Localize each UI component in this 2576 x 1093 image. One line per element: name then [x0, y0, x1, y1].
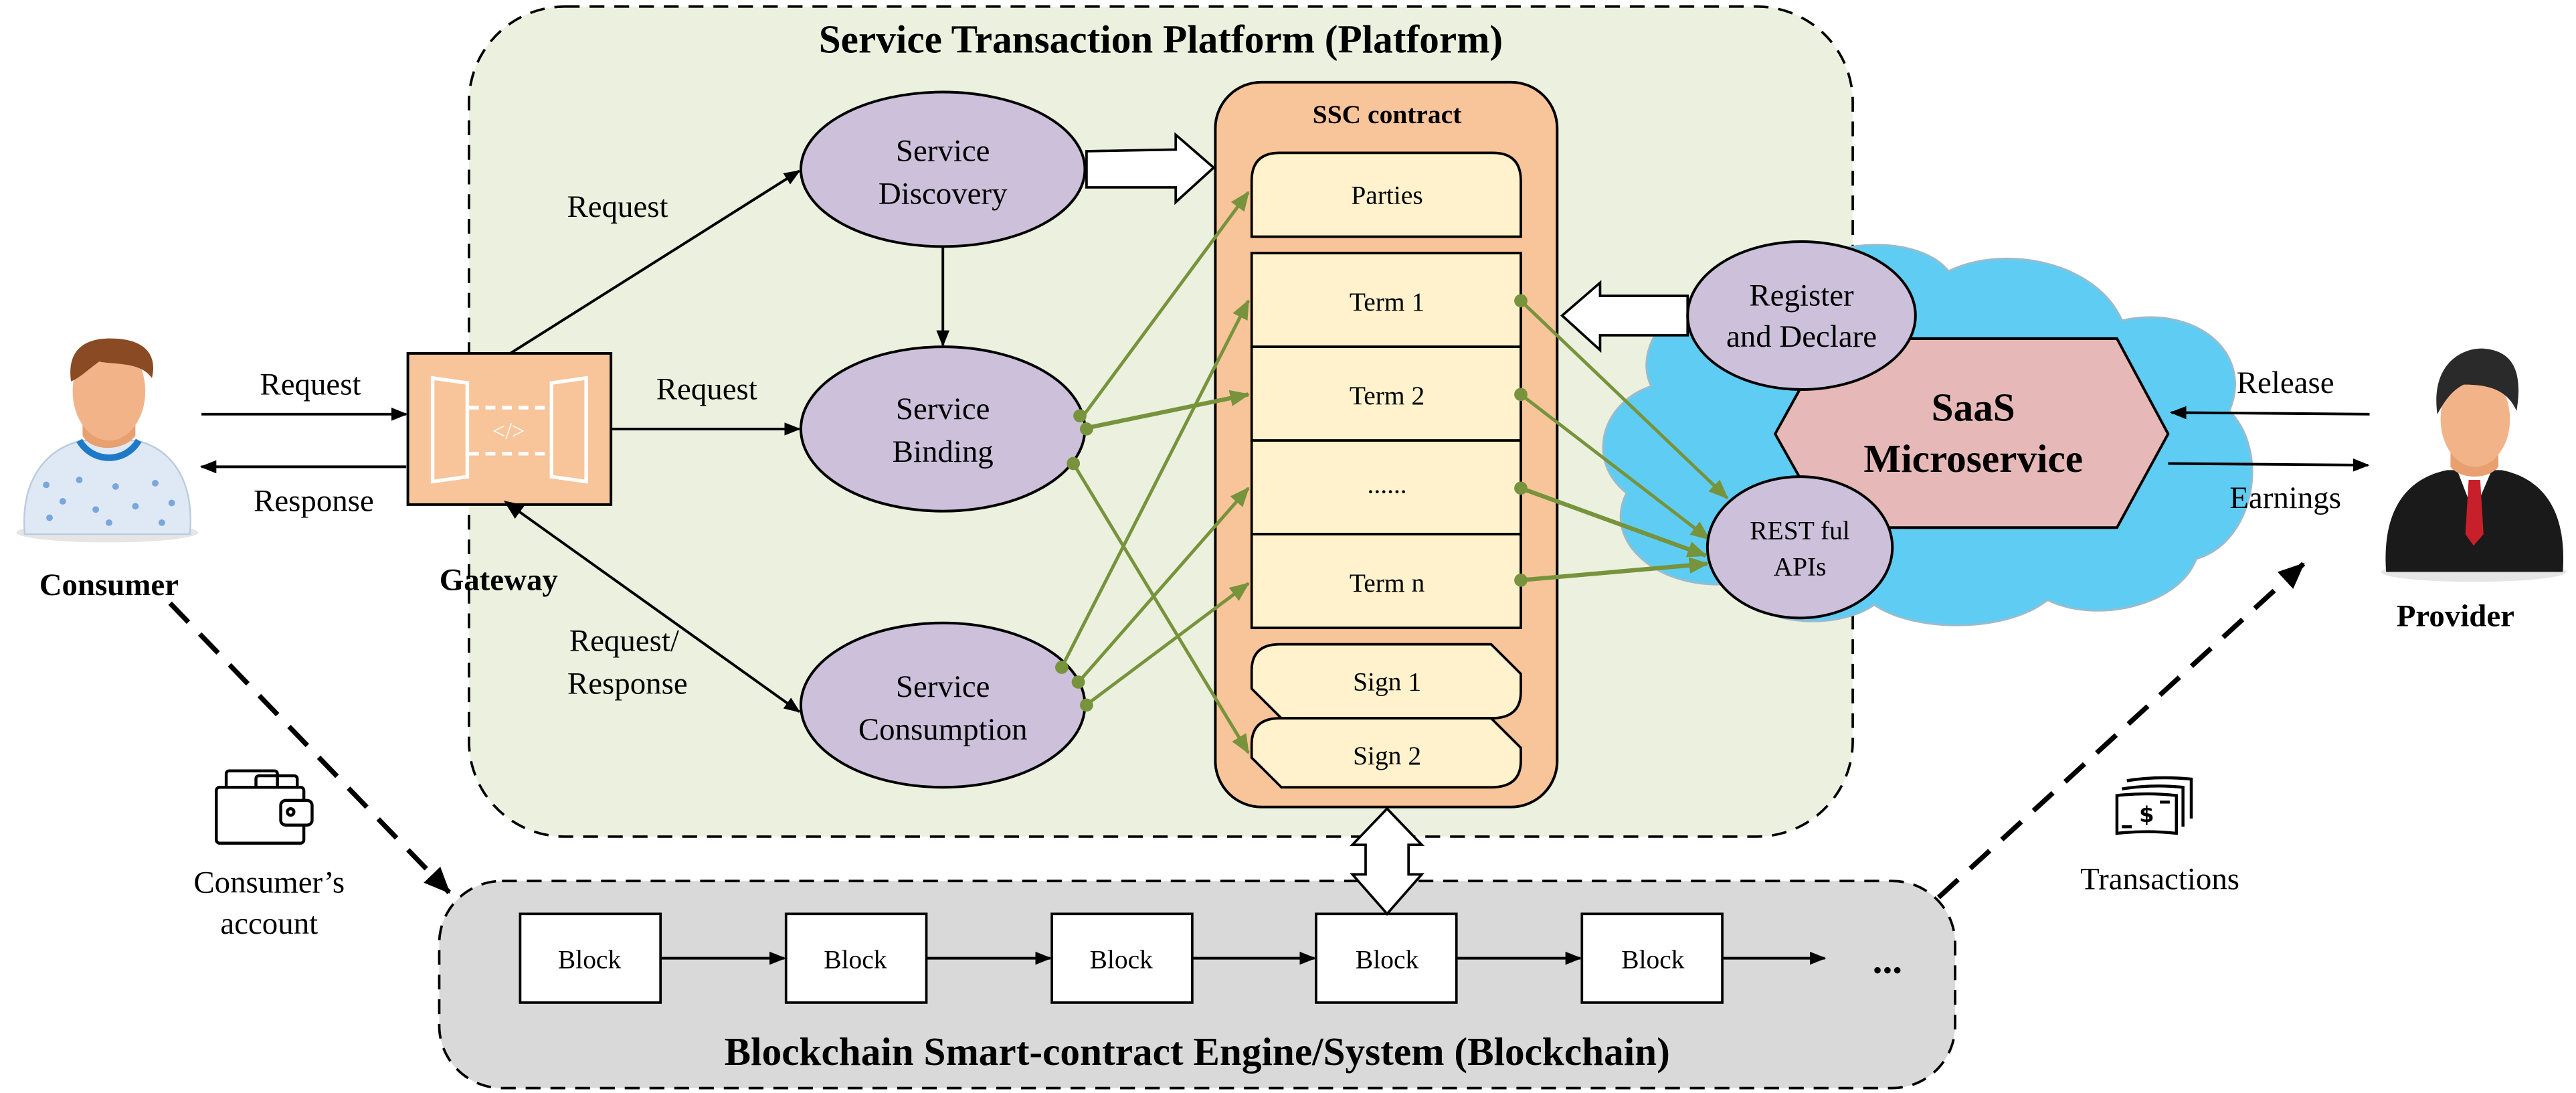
transactions-label: Transactions: [2080, 862, 2239, 897]
ssc-term[interactable]: [1250, 533, 1522, 629]
register-line1: Register: [1749, 278, 1854, 313]
provider-release-label: Release: [2237, 365, 2334, 400]
block-ellipsis: ...: [1873, 938, 1902, 982]
block-label: Block: [1621, 944, 1685, 974]
provider-earnings-arrow: [2168, 458, 2370, 472]
block-label: Block: [1356, 944, 1419, 974]
service-consumption-line1: Service: [896, 669, 990, 704]
block-label: Block: [824, 944, 887, 974]
gw-discovery-arrow: [509, 169, 801, 355]
wallet-icon: [215, 769, 314, 845]
restful-line1: REST ful: [1750, 516, 1850, 545]
money-icon: [2115, 776, 2193, 835]
register-line2: and Declare: [1726, 319, 1877, 354]
ssc-term-label: Term n: [1350, 568, 1425, 598]
ssc-term[interactable]: [1250, 345, 1522, 442]
blockchain-title: Blockchain Smart-contract Engine/System …: [725, 1029, 1670, 1074]
service-discovery-line1: Service: [896, 134, 990, 169]
block[interactable]: [1050, 912, 1194, 1004]
consumer-request-label: Request: [260, 367, 361, 402]
gateway-label: Gateway: [440, 563, 558, 598]
ssc-sign-label: Sign 2: [1353, 741, 1421, 770]
provider-release-arrow: [2169, 406, 2370, 420]
saas-subtitle: Microservice: [1863, 436, 2083, 481]
gateway[interactable]: </>: [406, 351, 613, 506]
provider-label: Provider: [2397, 599, 2514, 634]
consumer-label: Consumer: [39, 568, 179, 602]
register-declare-node[interactable]: Register and Declare: [1686, 240, 1917, 391]
restful-apis-node[interactable]: REST ful APIs: [1706, 475, 1894, 620]
service-term-links: [1055, 191, 1251, 754]
gw-binding-label: Request: [656, 372, 757, 407]
service-binding-line2: Binding: [893, 434, 994, 469]
provider-earnings-label: Earnings: [2229, 481, 2341, 515]
provider-avatar[interactable]: [2381, 348, 2567, 582]
block[interactable]: [1315, 912, 1458, 1004]
block[interactable]: [1580, 912, 1724, 1004]
service-discovery-line2: Discovery: [879, 177, 1008, 212]
ssc-sign[interactable]: [1250, 717, 1522, 789]
service-binding-line1: Service: [896, 392, 990, 426]
consumer-response-label: Response: [254, 484, 374, 519]
ssc-term[interactable]: [1250, 439, 1522, 535]
term-api-links: [1514, 294, 1729, 587]
ssc-contract: SSC contract Parties Term 1 Term 2 .....…: [1214, 80, 1559, 809]
restful-line2: APIs: [1774, 552, 1827, 582]
gw-consumption-arrow: [503, 500, 801, 713]
block-label: Block: [558, 944, 622, 974]
ssc-term-label: ......: [1367, 470, 1406, 499]
ssc-title: SSC contract: [1313, 100, 1462, 129]
api-gateway-icon: [430, 375, 588, 484]
ssc-parties[interactable]: [1250, 151, 1522, 238]
ssc-parties-label: Parties: [1351, 181, 1422, 210]
ssc-term-label: Term 1: [1350, 287, 1424, 317]
saas-title: SaaS: [1932, 386, 2015, 430]
consumer-account-line2: account: [220, 906, 318, 941]
ssc-sign-label: Sign 1: [1353, 667, 1421, 696]
money-dollar-sign: $: [2139, 802, 2154, 827]
consumer-avatar[interactable]: [16, 338, 199, 543]
block-chain: Block Block Block Block Block ...: [519, 912, 1902, 1004]
block[interactable]: [519, 912, 662, 1004]
register-to-ssc-arrow: [1560, 280, 1689, 353]
gw-consumption-label-1: Request/: [569, 624, 679, 659]
platform-title: Service Transaction Platform (Platform): [819, 17, 1503, 62]
discovery-to-ssc-arrow: [1085, 132, 1216, 205]
gw-consumption-label-2: Response: [567, 666, 688, 701]
gw-discovery-label: Request: [567, 189, 668, 224]
service-consumption-node[interactable]: Service Consumption: [799, 621, 1087, 789]
service-discovery-node[interactable]: Service Discovery: [799, 90, 1087, 248]
consumer-account-dashed-arrow: [168, 601, 451, 894]
consumer-account-line1: Consumer’s: [193, 865, 345, 900]
service-consumption-line2: Consumption: [858, 712, 1028, 747]
block-label: Block: [1090, 944, 1154, 974]
service-binding-node[interactable]: Service Binding: [799, 345, 1087, 513]
ssc-term-label: Term 2: [1350, 381, 1424, 410]
gateway-glyph: </>: [492, 419, 525, 444]
ssc-blockchain-double-arrow: [1349, 807, 1425, 916]
